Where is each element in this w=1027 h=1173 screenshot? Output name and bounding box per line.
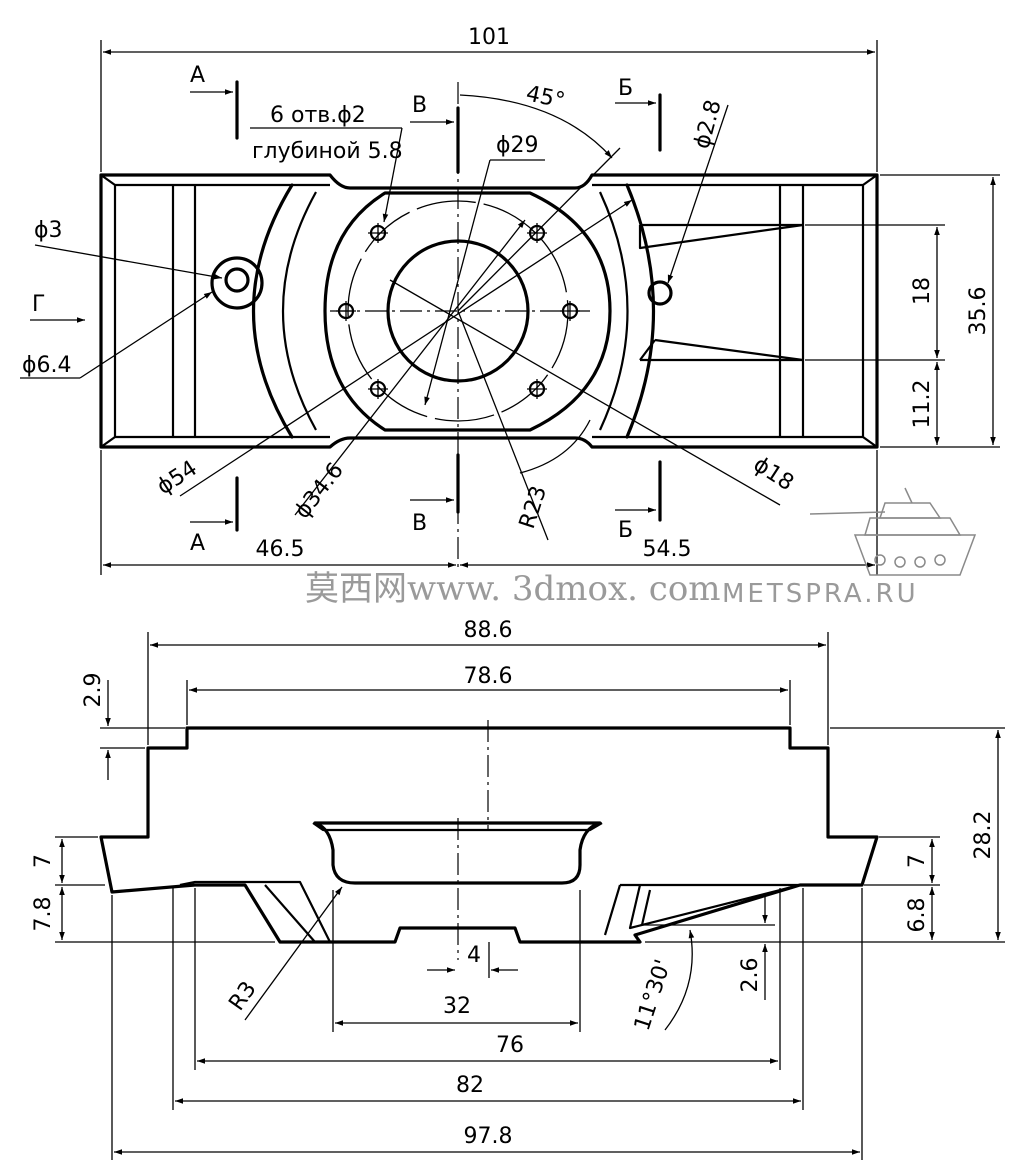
left-leg bbox=[111, 880, 331, 943]
watermark-right: METSPRA.RU bbox=[722, 579, 919, 609]
top-view-dimensions: 101 46.5 54.5 35.6 18 11.2 ϕ3 ϕ6.4 ϕ29 ϕ… bbox=[20, 25, 1000, 575]
dim-top-right: 54.5 bbox=[643, 537, 692, 562]
dim-7-right: 7 bbox=[905, 854, 930, 868]
dim-282: 28.2 bbox=[971, 811, 996, 860]
dim-32: 32 bbox=[443, 994, 471, 1019]
dim-r3: R3 bbox=[224, 977, 261, 1015]
left-hole bbox=[224, 267, 250, 293]
dim-29: 2.9 bbox=[81, 673, 106, 708]
right-leg bbox=[603, 883, 801, 936]
dim-68: 6.8 bbox=[905, 898, 930, 933]
section-a-bottom: А bbox=[190, 531, 205, 556]
right-arc-mid bbox=[599, 191, 629, 431]
dim-d29: ϕ29 bbox=[496, 133, 539, 158]
dim-d346: ϕ34.6 bbox=[290, 458, 349, 523]
right-wedge bbox=[638, 223, 804, 362]
dim-d54: ϕ54 bbox=[153, 456, 202, 500]
dim-height-slot: 18 bbox=[910, 277, 935, 305]
section-v-top: В bbox=[412, 93, 427, 118]
central-pocket bbox=[313, 821, 602, 885]
section-g: Г bbox=[32, 292, 45, 317]
tank-logo bbox=[809, 487, 977, 576]
left-boss bbox=[210, 256, 264, 310]
dim-angle45: 45° bbox=[524, 81, 567, 114]
dim-26: 2.6 bbox=[738, 958, 763, 993]
dim-78: 7.8 bbox=[31, 897, 56, 932]
holes-note-line2: глубиной 5.8 bbox=[252, 139, 403, 164]
left-arc-outer bbox=[252, 183, 294, 439]
left-arc-mid bbox=[282, 191, 317, 431]
dim-d28: ϕ2.8 bbox=[690, 97, 727, 151]
pocket-rim bbox=[312, 822, 603, 832]
top-view-inner-left bbox=[100, 174, 330, 448]
top-view-inner-right bbox=[592, 174, 878, 448]
small-holes bbox=[336, 223, 580, 399]
dim-height-total: 35.6 bbox=[966, 287, 991, 336]
dim-7-left: 7 bbox=[31, 854, 56, 868]
watermark-left: 莫西网www. 3dmox. com bbox=[305, 569, 721, 609]
dim-angle: 11°30' bbox=[630, 957, 676, 1034]
top-view bbox=[99, 82, 879, 570]
side-view-dimensions: 88.6 78.6 2.9 7 7.8 28.2 7 6.8 2.6 bbox=[31, 618, 1005, 1160]
dim-786: 78.6 bbox=[464, 664, 513, 689]
watermark: 莫西网www. 3dmox. com METSPRA.RU bbox=[305, 487, 977, 609]
dim-height-low: 11.2 bbox=[910, 380, 935, 429]
section-b-top: Б bbox=[618, 76, 633, 101]
section-marks: А А В В Б Б Г bbox=[30, 63, 662, 556]
central-boss bbox=[323, 191, 612, 432]
side-view bbox=[99, 720, 879, 960]
holes-note-line1: 6 отв.ϕ2 bbox=[270, 103, 366, 128]
right-hole bbox=[647, 280, 673, 306]
dim-d18: ϕ18 bbox=[749, 452, 798, 496]
dim-886: 88.6 bbox=[464, 618, 513, 643]
dim-978: 97.8 bbox=[464, 1124, 513, 1149]
dim-r23: R23 bbox=[515, 483, 552, 532]
right-arc-outer bbox=[625, 183, 656, 439]
dim-76: 76 bbox=[496, 1033, 524, 1058]
dim-d64: ϕ6.4 bbox=[22, 353, 72, 378]
dim-top-width: 101 bbox=[468, 25, 510, 50]
section-a-top: А bbox=[190, 63, 205, 88]
side-view-outline bbox=[99, 726, 879, 944]
dim-d3: ϕ3 bbox=[34, 218, 63, 243]
section-v-bottom: В bbox=[412, 511, 427, 536]
dim-82: 82 bbox=[456, 1073, 484, 1098]
dim-4: 4 bbox=[467, 943, 481, 968]
dim-top-left: 46.5 bbox=[256, 537, 305, 562]
section-b-bottom: Б bbox=[618, 518, 633, 543]
